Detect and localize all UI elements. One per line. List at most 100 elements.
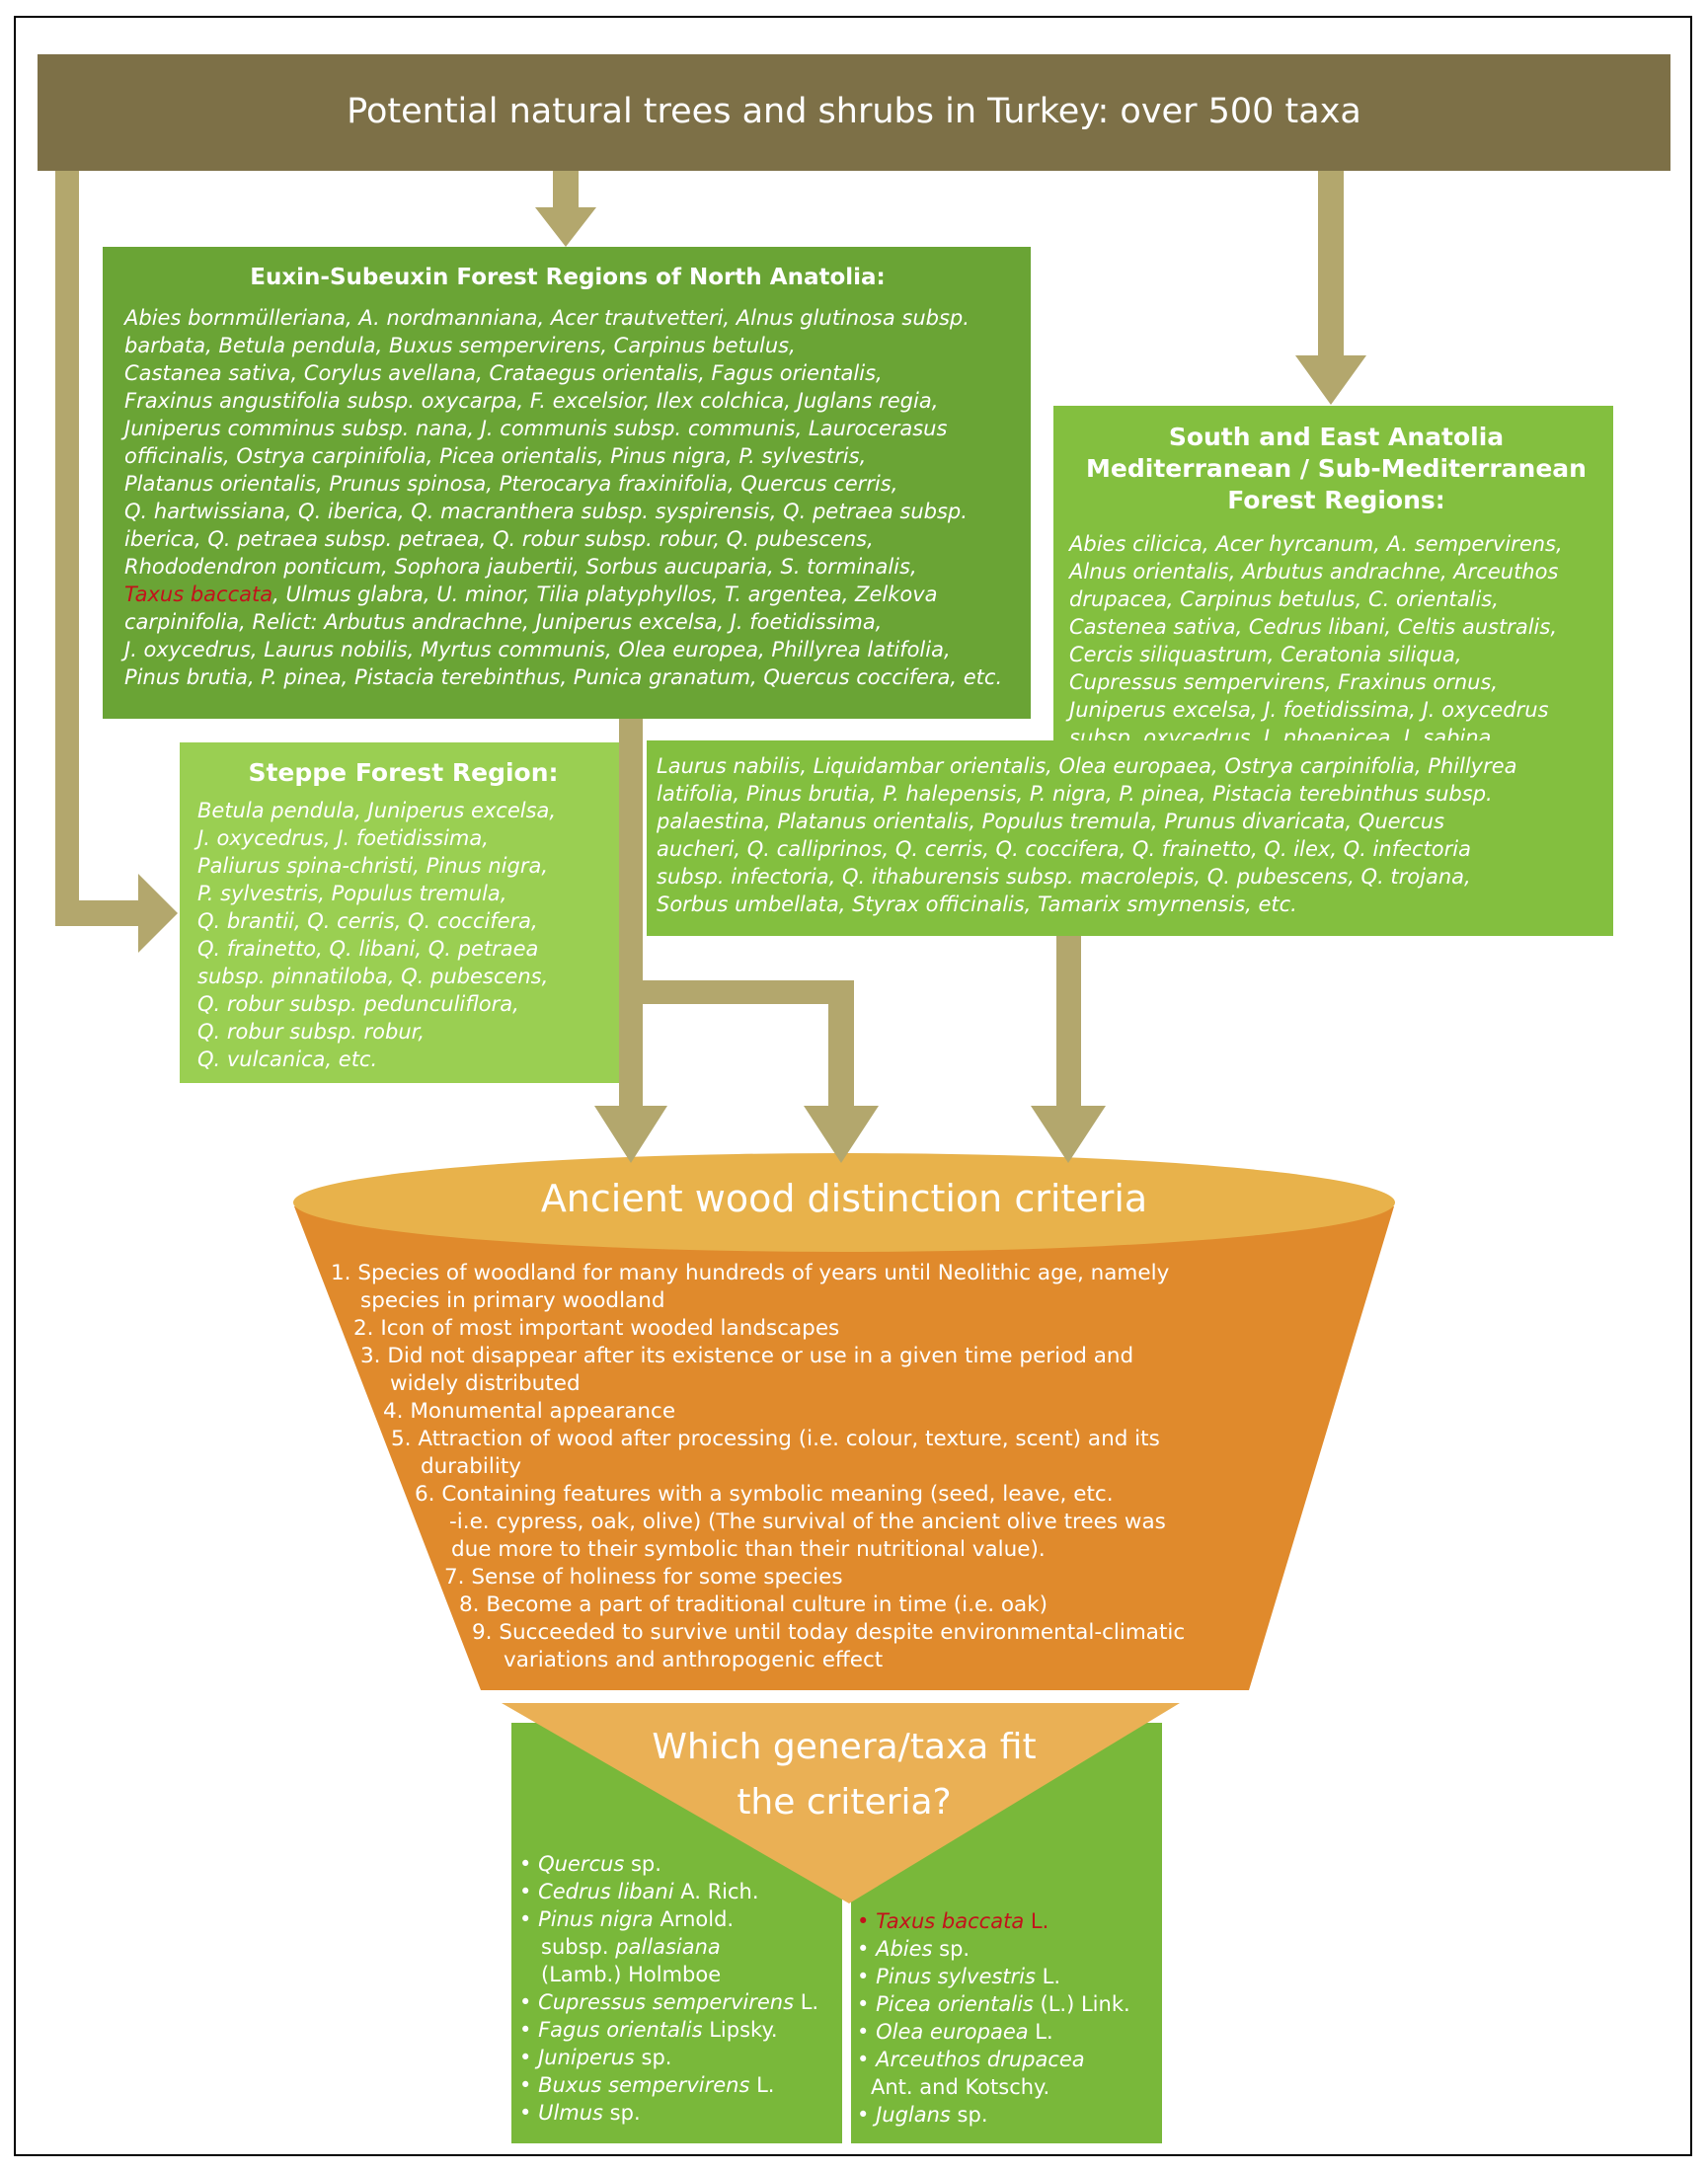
criterion-line: species in primary woodland (360, 1288, 665, 1313)
south-forest-box-continued: Laurus nabilis, Liquidambar orientalis, … (647, 740, 1613, 936)
euxin-line: Castanea sativa, Corylus avellana, Crata… (124, 361, 883, 385)
south-line: Abies cilicica, Acer hyrcanum, A. semper… (1069, 532, 1563, 556)
steppe-line: J. oxycedrus, J. foetidissima, (197, 826, 489, 850)
south-heading: South and East Anatolia Mediterranean / … (1069, 422, 1603, 516)
question-title: Which genera/taxa fit the criteria? (592, 1720, 1096, 1830)
list-item: • Buxus sempervirens L. (519, 2073, 775, 2097)
criterion-line: 5. Attraction of wood after processing (… (391, 1427, 1160, 1451)
criterion-line: 6. Containing features with a symbolic m… (415, 1482, 1114, 1507)
list-item: • Fagus orientalis Lipsky. (519, 2018, 778, 2042)
funnel-tip (502, 1703, 1180, 1903)
south-line: Juniperus excelsa, J. foetidissima, J. o… (1069, 698, 1549, 722)
south-species-list-top: Abies cilicica, Acer hyrcanum, A. semper… (1069, 530, 1603, 743)
south-heading-line: Mediterranean / Sub-Mediterranean (1086, 454, 1587, 483)
header-title: Potential natural trees and shrubs in Tu… (347, 92, 1361, 131)
south-line: aucheri, Q. calliprinos, Q. cerris, Q. c… (657, 837, 1471, 861)
criterion-line: 1. Species of woodland for many hundreds… (331, 1261, 1170, 1285)
south-line: Sorbus umbellata, Styrax officinalis, Ta… (657, 892, 1297, 916)
funnel-top (293, 1153, 1395, 1252)
header-bar: Potential natural trees and shrubs in Tu… (38, 54, 1670, 171)
arrow-left-to-steppe (55, 126, 178, 953)
taxus-baccata-highlight: Taxus baccata (124, 582, 273, 606)
list-item: • Pinus sylvestris L. (857, 1965, 1061, 1988)
steppe-species-list: Betula pendula, Juniperus excelsa, J. ox… (197, 797, 609, 1073)
south-line: subsp. infectoria, Q. ithaburensis subsp… (657, 865, 1471, 889)
steppe-line: Betula pendula, Juniperus excelsa, (197, 799, 557, 822)
south-line: drupacea, Carpinus betulus, C. orientali… (1069, 587, 1499, 611)
criterion-line: 7. Sense of holiness for some species (444, 1565, 843, 1590)
list-item-highlight: • Taxus baccata L. (857, 1909, 1049, 1933)
list-item: Ant. and Kotschy. (871, 2075, 1050, 2099)
criterion-line: variations and anthropogenic effect (504, 1648, 884, 1672)
criterion-line: durability (421, 1454, 522, 1479)
list-item: • Juniperus sp. (519, 2046, 672, 2069)
steppe-line: Q. robur subsp. pedunculiflora, (197, 992, 519, 1016)
south-heading-line: Forest Regions: (1227, 486, 1445, 514)
euxin-line: Pinus brutia, P. pinea, Pistacia terebin… (124, 665, 1003, 689)
criterion-line: due more to their symbolic than their nu… (451, 1537, 1046, 1562)
south-line: Cupressus sempervirens, Fraxinus ornus, (1069, 670, 1499, 694)
steppe-line: Q. frainetto, Q. libani, Q. petraea (197, 937, 539, 961)
criterion-line: 2. Icon of most important wooded landsca… (353, 1316, 840, 1341)
south-line: Laurus nabilis, Liquidambar orientalis, … (657, 754, 1517, 778)
euxin-line: Fraxinus angustifolia subsp. oxycarpa, F… (124, 389, 939, 413)
list-item: • Ulmus sp. (519, 2101, 641, 2125)
south-line: Cercis siliquastrum, Ceratonia siliqua, (1069, 643, 1462, 666)
south-line: subsp. oxycedrus, J. phoenicea, J. sabin… (1069, 726, 1499, 743)
euxin-line: Juniperus comminus subsp. nana, J. commu… (124, 417, 948, 440)
list-item: • Picea orientalis (L.) Link. (857, 1992, 1130, 2016)
steppe-heading: Steppe Forest Region: (248, 758, 559, 787)
euxin-line: Rhododendron ponticum, Sophora jaubertii… (124, 555, 917, 579)
euxin-line-taxus-rest: , Ulmus glabra, U. minor, Tilia platyphy… (272, 582, 938, 606)
criteria-title: Ancient wood distinction criteria (540, 1177, 1148, 1220)
euxin-forest-box: Euxin-Subeuxin Forest Regions of North A… (103, 247, 1031, 719)
criterion-line: 8. Become a part of traditional culture … (459, 1592, 1048, 1617)
euxin-line: Platanus orientalis, Prunus spinosa, Pte… (124, 472, 898, 496)
list-item: • Cupressus sempervirens L. (519, 1990, 819, 2014)
figure-frame (14, 16, 1692, 2156)
list-item: • Juglans sp. (857, 2103, 988, 2127)
steppe-line: Q. robur subsp. robur, (197, 1020, 426, 1044)
criterion-line: 3. Did not disappear after its existence… (360, 1344, 1134, 1368)
euxin-line: officinalis, Ostrya carpinifolia, Picea … (124, 444, 867, 468)
south-heading-line: South and East Anatolia (1168, 423, 1505, 451)
arrow-header-to-south (1295, 158, 1366, 405)
euxin-line: iberica, Q. petraea subsp. petraea, Q. r… (124, 527, 874, 551)
south-species-list-bottom: Laurus nabilis, Liquidambar orientalis, … (657, 752, 1603, 918)
list-item: • Pinus nigra Arnold. (519, 1907, 735, 1931)
criterion-line: -i.e. cypress, oak, olive) (The survival… (449, 1510, 1166, 1534)
euxin-heading: Euxin-Subeuxin Forest Regions of North A… (250, 265, 886, 290)
list-item: • Quercus sp. (519, 1852, 661, 1876)
south-line: latifolia, Pinus brutia, P. halepensis, … (657, 782, 1493, 806)
steppe-forest-box: Steppe Forest Region: Betula pendula, Ju… (180, 742, 619, 1083)
euxin-line-taxus: Taxus baccata, Ulmus glabra, U. minor, T… (124, 581, 1011, 608)
list-item: • Abies sp. (857, 1937, 970, 1961)
south-line: Castenea sativa, Cedrus libani, Celtis a… (1069, 615, 1558, 639)
euxin-line: Abies bornmülleriana, A. nordmanniana, A… (124, 306, 970, 330)
list-item: • Cedrus libani A. Rich. (519, 1880, 759, 1903)
taxa-list-left: • Quercus sp. • Cedrus libani A. Rich. •… (519, 1850, 818, 2127)
steppe-line: Q. brantii, Q. cerris, Q. coccifera, (197, 909, 538, 933)
arrow-header-to-euxin (535, 158, 596, 247)
arrow-south-to-funnel (1031, 928, 1106, 1163)
funnel-body (294, 1206, 1394, 1690)
steppe-line: P. sylvestris, Populus tremula, (197, 882, 507, 905)
arrow-steppe-to-funnel (598, 980, 879, 1163)
euxin-line: barbata, Betula pendula, Buxus sempervir… (124, 334, 796, 357)
steppe-line: subsp. pinnatiloba, Q. pubescens, (197, 965, 549, 988)
euxin-line: Q. hartwissiana, Q. iberica, Q. macranth… (124, 500, 968, 523)
south-line: Alnus orientalis, Arbutus andrachne, Arc… (1069, 560, 1559, 583)
steppe-line: Q. vulcanica, etc. (197, 1047, 378, 1071)
euxin-line: J. oxycedrus, Laurus nobilis, Myrtus com… (124, 638, 951, 661)
list-item: • Arceuthos drupacea (857, 2048, 1085, 2071)
criterion-line: 4. Monumental appearance (383, 1399, 676, 1424)
euxin-line: carpinifolia, Relict: Arbutus andrachne,… (124, 610, 883, 634)
criterion-line: widely distributed (390, 1371, 581, 1396)
south-forest-box: South and East Anatolia Mediterranean / … (1053, 406, 1613, 743)
arrow-euxin-to-funnel (594, 709, 667, 1163)
south-line: palaestina, Platanus orientalis, Populus… (657, 810, 1445, 833)
list-item: subsp. pallasiana (541, 1935, 721, 1959)
question-line: Which genera/taxa fit (652, 1727, 1037, 1767)
list-item: (Lamb.) Holmboe (541, 1963, 722, 1986)
